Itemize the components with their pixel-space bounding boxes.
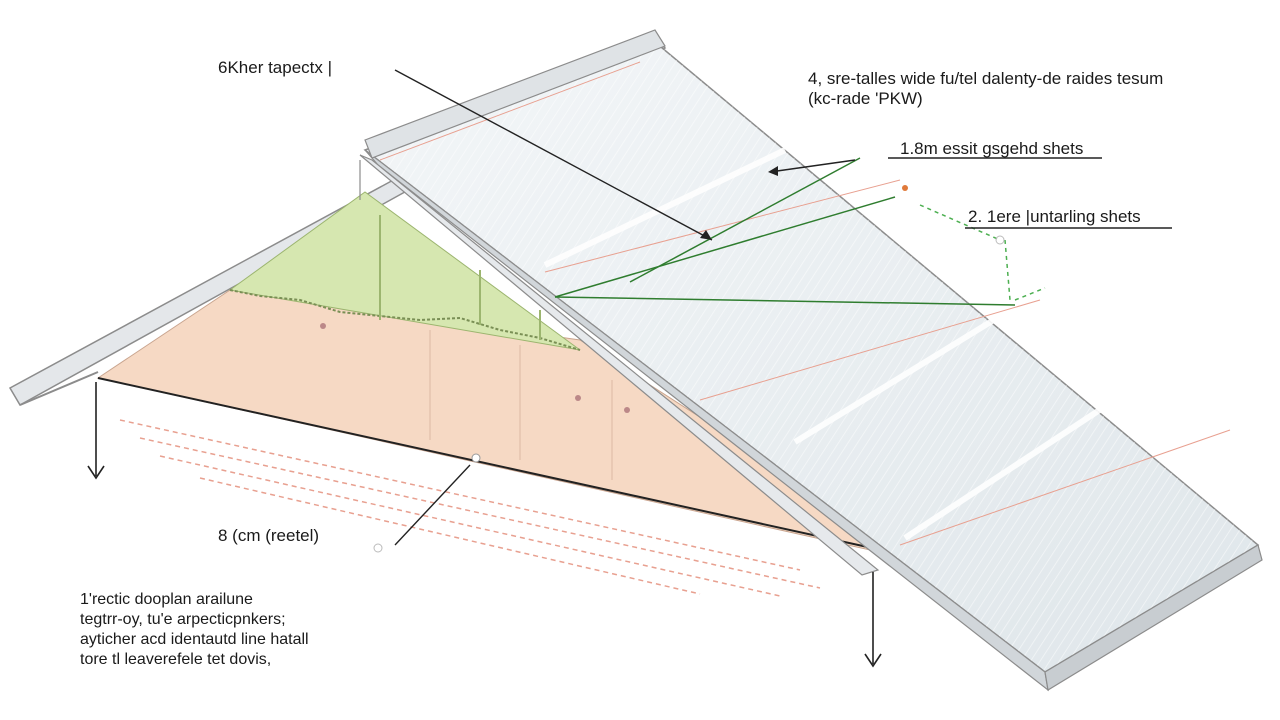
callout-right-1: 1.8m essit gsgehd shets <box>900 139 1084 158</box>
insulation-edge <box>229 289 581 351</box>
note-line: tegtrr-oy, tu'e arpecticpnkers; <box>80 611 286 628</box>
arrow-head <box>768 166 778 176</box>
gable-base-line <box>97 377 873 549</box>
callout-bottom-left: 8 (cm (reetel) <box>218 526 320 545</box>
marker-dot <box>902 185 908 191</box>
ridge-cap <box>364 29 666 159</box>
callout-right-2: 2. 1ere |untarling shets <box>968 207 1141 226</box>
green-dashes <box>919 204 1046 301</box>
note-line: ayticher acd identautd line hatall <box>80 631 309 648</box>
roof-guides <box>379 61 1231 546</box>
green-leaders <box>554 157 1016 306</box>
left-height-arrow <box>87 382 105 480</box>
right-height-arrow <box>864 572 882 668</box>
callout-top-right-line2: (kc-rade 'PKW) <box>808 89 923 108</box>
sheet-joints <box>543 147 1132 541</box>
callout-marker <box>995 235 1005 245</box>
foundation-hatch <box>119 419 821 597</box>
arrow-head <box>700 230 712 240</box>
callout-top-left: 6Kher tapectx | <box>218 58 333 77</box>
insulation-panel <box>228 191 581 351</box>
right-roof-ribs <box>365 42 1258 672</box>
black-leaders <box>394 69 1172 546</box>
bolt <box>624 407 630 413</box>
note-line: 1'rectic dooplan arailune <box>80 591 253 608</box>
bolt <box>320 323 326 329</box>
bolt <box>471 453 481 463</box>
note-line: tore tl leaverefele tet dovis, <box>80 651 272 668</box>
left-roof-edge <box>19 371 99 406</box>
roof-front-edge <box>1044 544 1263 691</box>
rafter-beam <box>359 154 880 576</box>
bolt <box>575 395 581 401</box>
callout-marker <box>373 543 383 553</box>
callout-top-right-line1: 4, sre-talles wide fu/tel dalenty-de rai… <box>808 69 1164 88</box>
